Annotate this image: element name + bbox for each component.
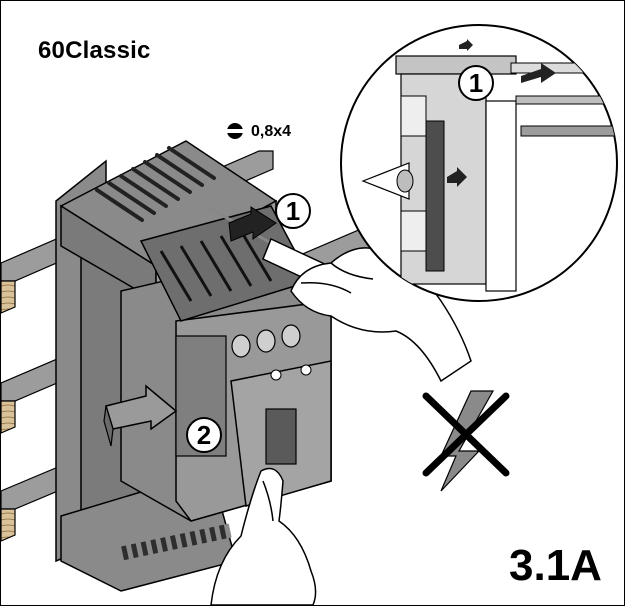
detail-step-1-label: 1 xyxy=(468,68,484,98)
detail-step-1-circle xyxy=(458,65,494,101)
figure-number: 3.1A xyxy=(509,541,602,590)
step-1-circle xyxy=(275,193,311,229)
breaker-body xyxy=(120,205,332,522)
hand-lower xyxy=(210,467,317,605)
product-title: 60Classic xyxy=(38,37,151,64)
detail-push-arrow xyxy=(521,63,556,83)
step-2-circle xyxy=(186,417,222,453)
detail-view xyxy=(340,24,618,302)
flat-screwdriver-icon xyxy=(226,123,244,139)
push-arrow xyxy=(228,206,277,242)
toggle-lever xyxy=(265,408,297,465)
detail-release-arrow xyxy=(447,167,467,187)
screwdriver-size-label: 0,8x4 xyxy=(251,123,292,140)
hand-upper xyxy=(290,247,472,383)
no-voltage-icon xyxy=(422,390,510,492)
pull-arrow xyxy=(103,384,178,447)
step-2-label: 2 xyxy=(196,420,212,450)
step-1-label: 1 xyxy=(285,196,301,226)
